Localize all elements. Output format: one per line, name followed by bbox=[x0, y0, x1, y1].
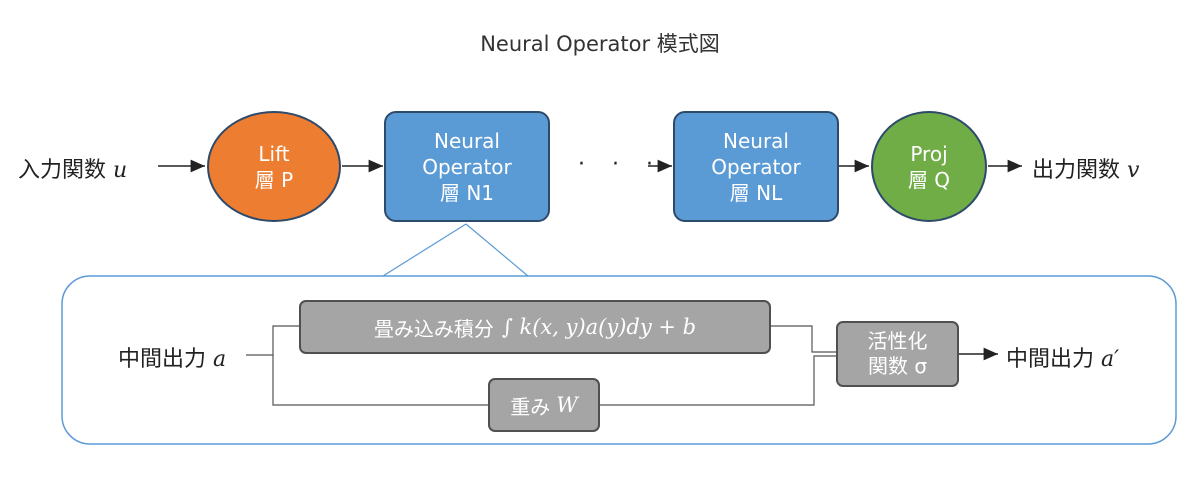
input-function-label: 入力関数 u bbox=[18, 152, 127, 184]
branch-lower-out bbox=[600, 355, 836, 406]
weight-var: W bbox=[556, 393, 578, 417]
branch-upper-out bbox=[771, 325, 836, 353]
lift-layer-line2: 層 P bbox=[254, 167, 294, 192]
detail-input-text: 中間出力 bbox=[118, 347, 207, 372]
neural-operator-n1-node: Neural Operator 層 N1 bbox=[384, 111, 550, 222]
lift-layer-line1: Lift bbox=[258, 141, 290, 166]
branch-lower-in bbox=[272, 355, 488, 406]
n1-line1: Neural bbox=[434, 128, 500, 153]
zoom-line-left bbox=[382, 223, 467, 277]
ellipsis-dots: · · · bbox=[578, 152, 663, 177]
n1-line2: Operator bbox=[422, 154, 512, 179]
nl-line3: 層 NL bbox=[729, 180, 783, 205]
output-function-var: v bbox=[1127, 158, 1140, 183]
proj-layer-line1: Proj bbox=[910, 141, 948, 166]
input-function-text: 入力関数 bbox=[18, 158, 107, 183]
detail-input-label: 中間出力 a bbox=[118, 341, 226, 373]
weight-label: 重み bbox=[510, 394, 551, 419]
weight-box: 重み W bbox=[488, 378, 600, 432]
lift-layer-node: Lift 層 P bbox=[207, 111, 341, 222]
nl-line1: Neural bbox=[723, 128, 789, 153]
nl-line2: Operator bbox=[711, 154, 801, 179]
detail-output-var: a′ bbox=[1101, 347, 1120, 372]
activation-line1: 活性化 bbox=[867, 329, 928, 353]
proj-layer-line2: 層 Q bbox=[907, 167, 951, 192]
output-function-text: 出力関数 bbox=[1032, 158, 1121, 183]
n1-line3: 層 N1 bbox=[439, 180, 495, 205]
activation-function-box: 活性化 関数 σ bbox=[836, 321, 959, 387]
detail-input-var: a bbox=[213, 347, 227, 372]
detail-output-label: 中間出力 a′ bbox=[1006, 341, 1119, 373]
output-function-label: 出力関数 v bbox=[1032, 152, 1139, 184]
proj-layer-node: Proj 層 Q bbox=[871, 111, 987, 222]
activation-line2: 関数 σ bbox=[867, 354, 928, 378]
convolution-integral-box: 畳み込み積分 ∫ k(x, y)a(y)dy + b bbox=[299, 300, 771, 354]
integral-label: 畳み込み積分 bbox=[373, 316, 494, 341]
neural-operator-nl-node: Neural Operator 層 NL bbox=[673, 111, 839, 222]
detail-output-text: 中間出力 bbox=[1006, 347, 1095, 372]
diagram-title: Neural Operator 模式図 bbox=[480, 32, 720, 56]
integral-formula: ∫ k(x, y)a(y)dy + b bbox=[501, 315, 697, 339]
branch-upper-in bbox=[246, 325, 299, 356]
detail-frame bbox=[61, 275, 1177, 445]
zoom-line-right bbox=[465, 223, 529, 277]
input-function-var: u bbox=[113, 158, 128, 183]
